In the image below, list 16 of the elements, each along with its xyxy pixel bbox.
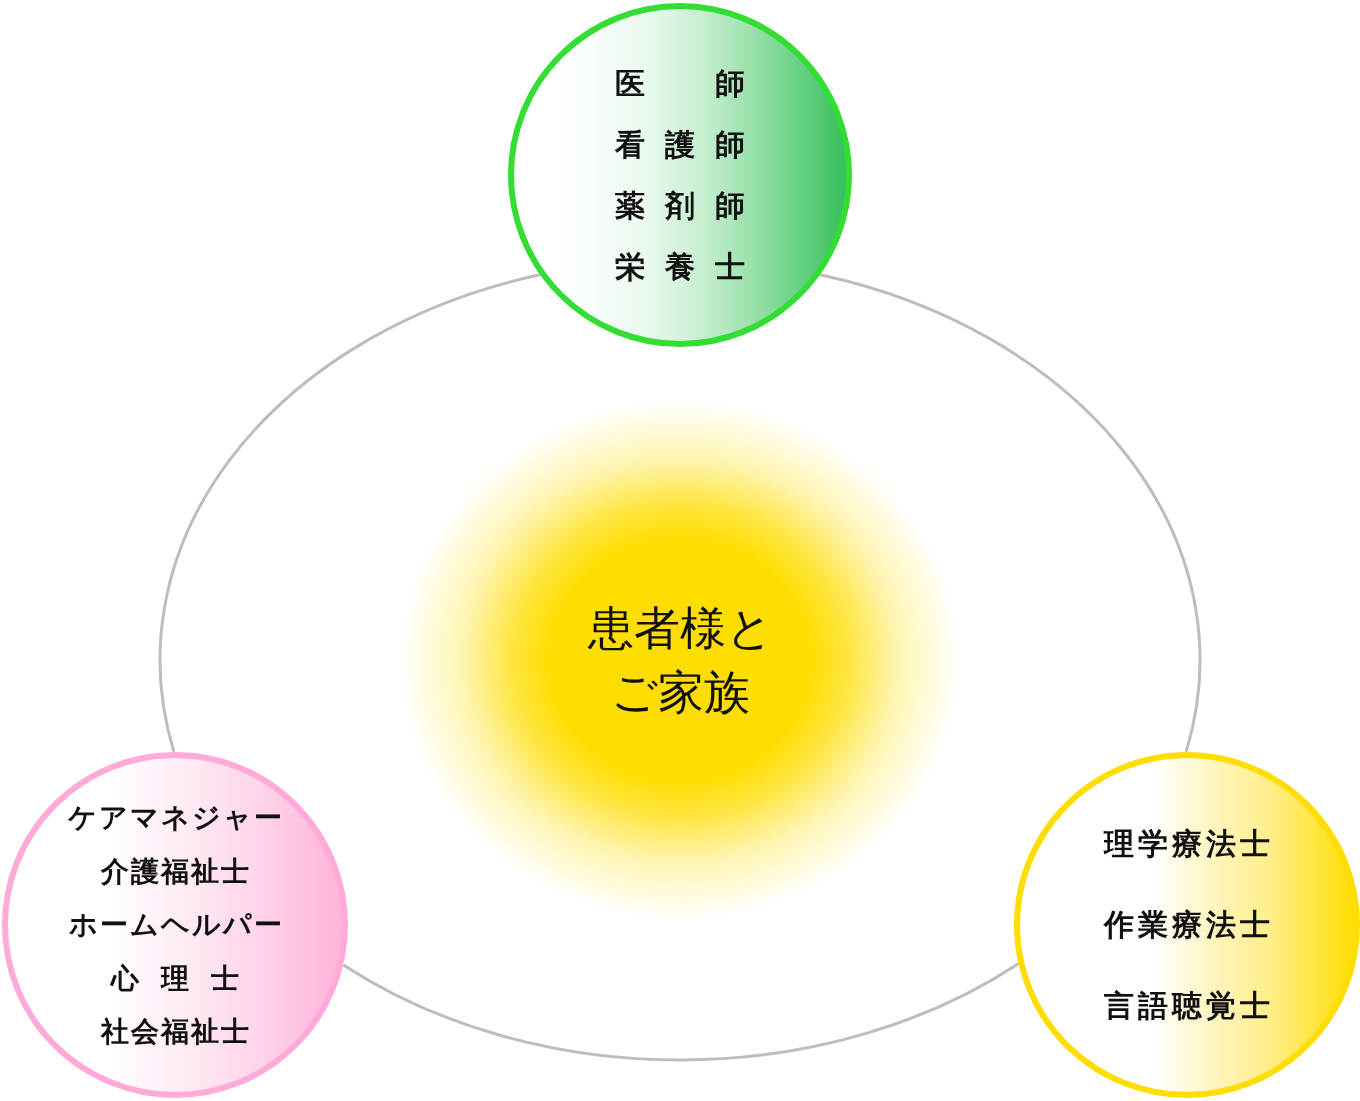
- profession-label: 心理士: [111, 961, 239, 996]
- connector-line: [342, 962, 1020, 1061]
- profession-label: 理学療法士: [1102, 826, 1274, 862]
- profession-label: 言語聴覚士: [1103, 988, 1274, 1024]
- profession-label: 作業療法士: [1102, 907, 1274, 943]
- center-label: 患者様とご家族: [586, 599, 774, 721]
- profession-label: 薬剤師: [615, 187, 745, 224]
- profession-label: 栄養士: [615, 248, 745, 285]
- profession-label: ホームヘルパー: [67, 908, 284, 942]
- profession-label: 社会福祉士: [99, 1015, 251, 1049]
- profession-label: ケアマネジャー: [67, 801, 284, 835]
- profession-label: 看護師: [615, 126, 745, 163]
- connector-line: [819, 273, 1202, 753]
- profession-label: 介護福祉士: [99, 854, 251, 889]
- profession-label: 医師: [615, 65, 745, 102]
- connector-line: [158, 273, 541, 753]
